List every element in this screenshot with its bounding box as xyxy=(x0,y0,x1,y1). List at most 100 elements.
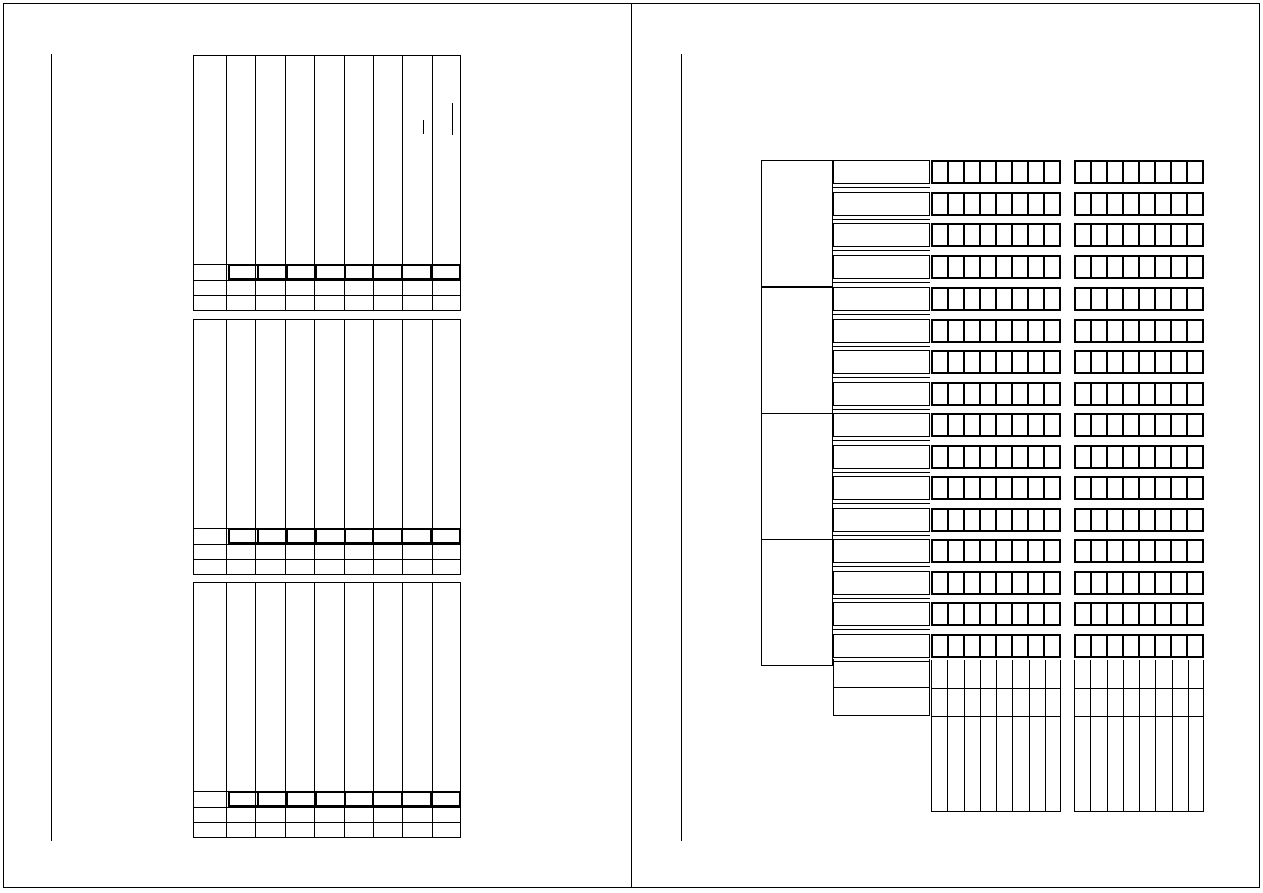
digit-box[interactable] xyxy=(1124,510,1140,530)
digit-box[interactable] xyxy=(965,636,981,656)
digit-box[interactable] xyxy=(1172,604,1188,624)
digit-box[interactable] xyxy=(965,604,981,624)
digit-box[interactable] xyxy=(1156,321,1172,341)
digit-box[interactable] xyxy=(1076,447,1092,467)
digit-box[interactable] xyxy=(933,289,949,309)
digit-box[interactable] xyxy=(1092,321,1108,341)
digit-box[interactable] xyxy=(1045,415,1059,435)
digit-box[interactable] xyxy=(1108,478,1124,498)
digit-box[interactable] xyxy=(949,541,965,561)
digit-box[interactable] xyxy=(949,289,965,309)
digit-box[interactable] xyxy=(1013,289,1029,309)
digit-box[interactable] xyxy=(1172,415,1188,435)
digit-box[interactable] xyxy=(1140,257,1156,277)
digit-box[interactable] xyxy=(933,636,949,656)
digit-box[interactable] xyxy=(1172,194,1188,214)
digit-box[interactable] xyxy=(1140,636,1156,656)
digit-box[interactable] xyxy=(949,447,965,467)
digit-box[interactable] xyxy=(981,289,997,309)
digit-box[interactable] xyxy=(1188,510,1202,530)
digit-box[interactable] xyxy=(1108,162,1124,182)
digit-box[interactable] xyxy=(1108,225,1124,245)
digit-box[interactable] xyxy=(997,384,1013,404)
digit-box[interactable] xyxy=(1172,478,1188,498)
digit-box[interactable] xyxy=(1108,541,1124,561)
digit-box[interactable] xyxy=(1013,352,1029,372)
digit-box[interactable] xyxy=(1076,194,1092,214)
digit-box[interactable] xyxy=(997,352,1013,372)
digit-box[interactable] xyxy=(965,447,981,467)
digit-box[interactable] xyxy=(1140,447,1156,467)
digit-box[interactable] xyxy=(981,321,997,341)
digit-box[interactable] xyxy=(1013,162,1029,182)
digit-box[interactable] xyxy=(1140,510,1156,530)
digit-box[interactable] xyxy=(1108,194,1124,214)
digit-box[interactable] xyxy=(981,257,997,277)
digit-box[interactable] xyxy=(949,510,965,530)
digit-box[interactable] xyxy=(1140,194,1156,214)
digit-box[interactable] xyxy=(1029,225,1045,245)
digit-box[interactable] xyxy=(1092,478,1108,498)
digit-box[interactable] xyxy=(1108,289,1124,309)
digit-box[interactable] xyxy=(997,510,1013,530)
digit-box[interactable] xyxy=(1013,510,1029,530)
digit-box[interactable] xyxy=(1172,289,1188,309)
digit-box[interactable] xyxy=(933,510,949,530)
digit-box[interactable] xyxy=(1029,194,1045,214)
digit-box[interactable] xyxy=(1108,510,1124,530)
digit-box[interactable] xyxy=(1108,415,1124,435)
digit-box[interactable] xyxy=(1013,636,1029,656)
digit-box[interactable] xyxy=(1172,510,1188,530)
digit-box[interactable] xyxy=(1188,384,1202,404)
digit-box[interactable] xyxy=(1092,636,1108,656)
digit-box[interactable] xyxy=(1013,573,1029,593)
digit-box[interactable] xyxy=(965,510,981,530)
digit-box[interactable] xyxy=(1045,384,1059,404)
entry-box[interactable] xyxy=(403,530,433,542)
digit-box[interactable] xyxy=(1029,289,1045,309)
entry-box[interactable] xyxy=(288,793,317,805)
digit-box[interactable] xyxy=(965,352,981,372)
digit-box[interactable] xyxy=(1108,352,1124,372)
digit-box[interactable] xyxy=(1188,194,1202,214)
digit-box[interactable] xyxy=(949,604,965,624)
entry-box[interactable] xyxy=(374,266,404,278)
digit-box[interactable] xyxy=(1156,225,1172,245)
entry-box[interactable] xyxy=(403,793,433,805)
digit-box[interactable] xyxy=(1076,636,1092,656)
digit-box[interactable] xyxy=(981,194,997,214)
entry-box[interactable] xyxy=(346,266,375,278)
digit-box[interactable] xyxy=(1140,573,1156,593)
digit-box[interactable] xyxy=(1029,162,1045,182)
digit-box[interactable] xyxy=(933,415,949,435)
digit-box[interactable] xyxy=(997,636,1013,656)
digit-box[interactable] xyxy=(1092,194,1108,214)
digit-box[interactable] xyxy=(1076,604,1092,624)
digit-box[interactable] xyxy=(997,447,1013,467)
digit-box[interactable] xyxy=(1013,321,1029,341)
digit-box[interactable] xyxy=(997,194,1013,214)
digit-box[interactable] xyxy=(1076,415,1092,435)
entry-box[interactable] xyxy=(259,530,288,542)
digit-box[interactable] xyxy=(1029,510,1045,530)
digit-box[interactable] xyxy=(1029,384,1045,404)
digit-box[interactable] xyxy=(1172,447,1188,467)
digit-box[interactable] xyxy=(1108,447,1124,467)
digit-box[interactable] xyxy=(933,162,949,182)
digit-box[interactable] xyxy=(1076,573,1092,593)
digit-box[interactable] xyxy=(965,541,981,561)
digit-box[interactable] xyxy=(949,162,965,182)
digit-box[interactable] xyxy=(997,541,1013,561)
digit-box[interactable] xyxy=(1045,573,1059,593)
digit-box[interactable] xyxy=(1188,352,1202,372)
digit-box[interactable] xyxy=(1029,478,1045,498)
digit-box[interactable] xyxy=(965,257,981,277)
digit-box[interactable] xyxy=(1188,289,1202,309)
digit-box[interactable] xyxy=(949,478,965,498)
digit-box[interactable] xyxy=(1029,604,1045,624)
digit-box[interactable] xyxy=(1124,321,1140,341)
digit-box[interactable] xyxy=(1140,478,1156,498)
digit-box[interactable] xyxy=(1140,321,1156,341)
digit-box[interactable] xyxy=(949,352,965,372)
digit-box[interactable] xyxy=(1092,352,1108,372)
